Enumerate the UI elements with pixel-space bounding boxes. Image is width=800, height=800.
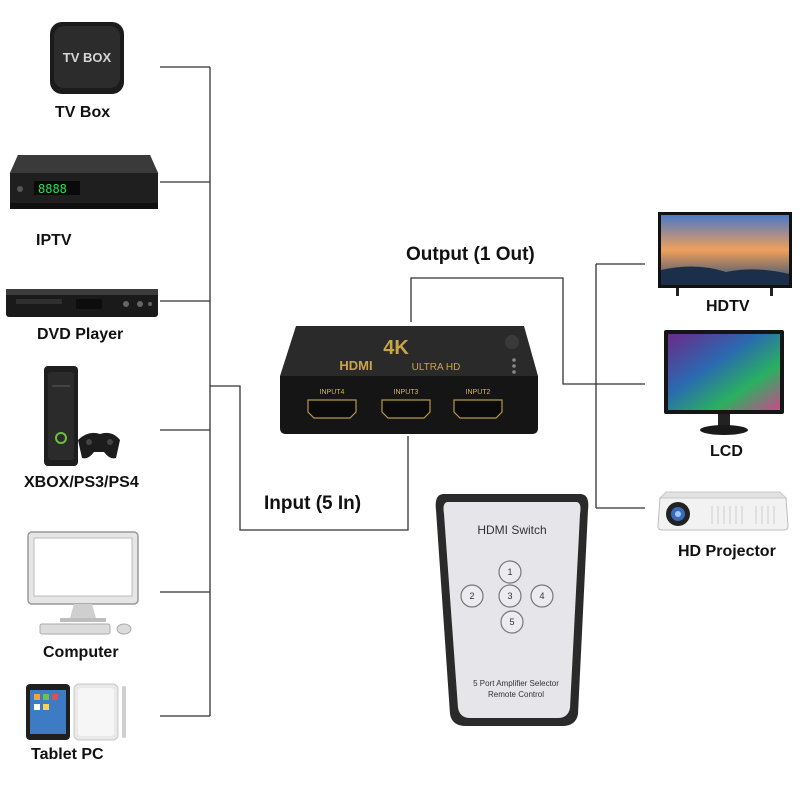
dvd-player-device bbox=[6, 285, 158, 326]
switch-port-label-3: INPUT3 bbox=[394, 389, 419, 396]
hdmi-port-2 bbox=[453, 399, 503, 419]
switch-brand-hdmi: HDMI bbox=[339, 358, 372, 373]
remote-button-5-label: 5 bbox=[509, 617, 514, 627]
remote-footer-2: Remote Control bbox=[488, 690, 544, 699]
dvd-player-label: DVD Player bbox=[37, 326, 124, 343]
projector-device bbox=[656, 488, 790, 537]
tv-box-device: TV BOX bbox=[48, 20, 126, 101]
wire-bus-to-input bbox=[210, 385, 409, 531]
remote-button-1-label: 1 bbox=[507, 567, 512, 577]
remote-button-3-label: 3 bbox=[507, 591, 512, 601]
remote-footer-1: 5 Port Amplifier Selector bbox=[473, 679, 559, 688]
switch-brand-ultra-hd: ULTRA HD bbox=[412, 362, 461, 373]
output-caption: Output (1 Out) bbox=[406, 244, 535, 265]
remote-title: HDMI Switch bbox=[477, 523, 546, 537]
remote-button-1 bbox=[498, 560, 522, 584]
computer-label: Computer bbox=[43, 644, 119, 661]
iptv-display: 8888 bbox=[38, 182, 67, 196]
projector-label: HD Projector bbox=[678, 543, 776, 560]
game-console-device bbox=[40, 358, 122, 473]
remote-button-4-label: 4 bbox=[539, 591, 544, 601]
hdmi-port-4 bbox=[307, 399, 357, 419]
hdmi-port-3 bbox=[381, 399, 431, 419]
hdtv-label: HDTV bbox=[706, 298, 750, 315]
lcd-device bbox=[662, 328, 786, 443]
remote-button-3 bbox=[498, 584, 522, 608]
tv-box-label: TV Box bbox=[55, 104, 111, 121]
tablet-label: Tablet PC bbox=[31, 746, 104, 763]
iptv-label: IPTV bbox=[36, 232, 72, 249]
computer-device bbox=[24, 530, 142, 641]
lcd-label: LCD bbox=[710, 443, 743, 460]
game-console-label: XBOX/PS3/PS4 bbox=[24, 474, 139, 491]
input-caption: Input (5 In) bbox=[264, 493, 362, 514]
remote-button-5 bbox=[500, 610, 524, 634]
wire-switch-to-output bbox=[410, 277, 596, 385]
tablet-device bbox=[24, 682, 128, 747]
switch-port-label-2: INPUT2 bbox=[466, 389, 491, 396]
hdtv-device bbox=[656, 210, 794, 303]
remote-control-device: HDMI Switch 1 2 3 4 5 5 Port Amplifier S… bbox=[430, 490, 594, 735]
remote-button-2 bbox=[460, 584, 484, 608]
tv-box-logo: TV BOX bbox=[63, 50, 112, 65]
remote-button-4 bbox=[530, 584, 554, 608]
switch-port-label-4: INPUT4 bbox=[320, 389, 345, 396]
iptv-device: 8888 bbox=[8, 145, 160, 220]
switch-brand-4k: 4K bbox=[383, 337, 409, 359]
hdmi-switch-device: 4K HDMI ULTRA HD INPUT4 INPUT3 INPUT2 bbox=[276, 320, 542, 443]
remote-button-2-label: 2 bbox=[469, 591, 474, 601]
